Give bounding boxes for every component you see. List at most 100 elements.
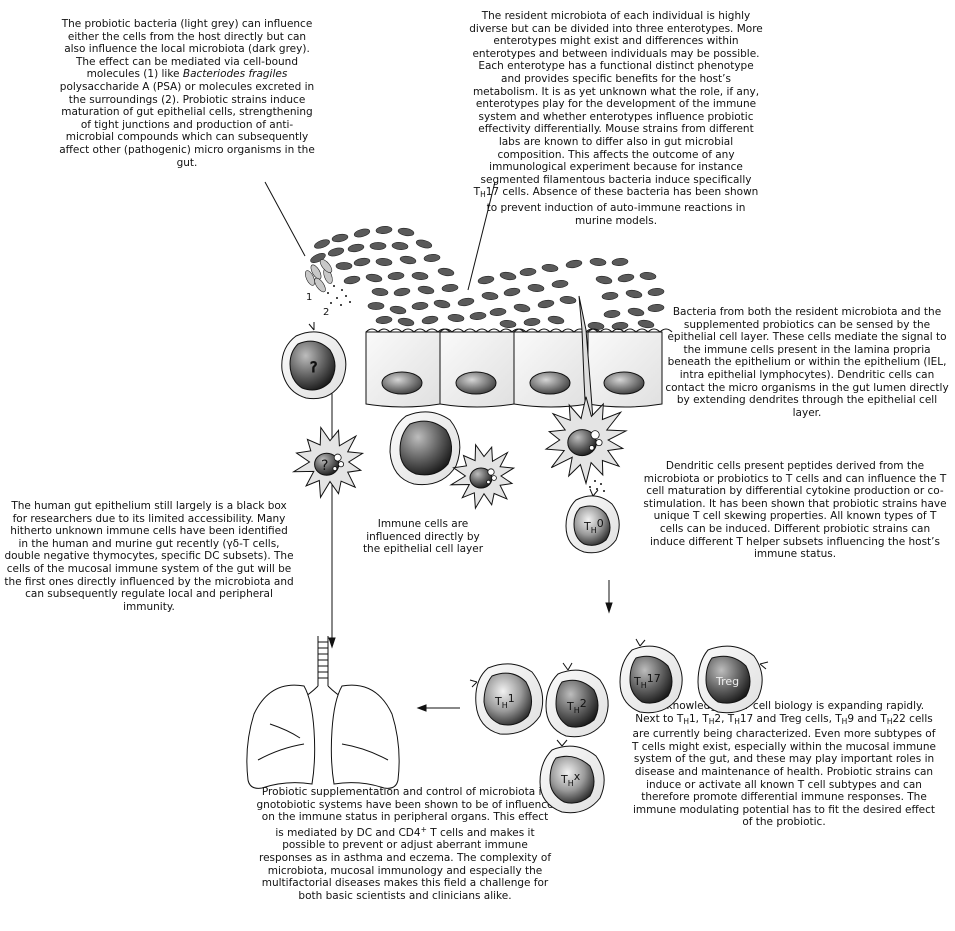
resident-bacterium [528, 284, 545, 293]
resident-bacterium [604, 310, 621, 319]
resident-bacterium [560, 296, 577, 305]
right-lung [331, 685, 399, 788]
resident-bacterium [547, 315, 564, 325]
vesicle [492, 476, 497, 481]
bacteria-cloud [303, 226, 664, 331]
resident-bacterium [552, 280, 569, 289]
molecule-dot [340, 304, 342, 306]
unknown-cell-label: ? [310, 360, 317, 376]
resident-bacterium [595, 275, 612, 285]
epithelial-cell [366, 329, 450, 407]
resident-bacterium [602, 292, 619, 301]
molecule-dot [589, 486, 591, 488]
dendritic-cell-body [546, 397, 626, 484]
resident-bacterium [448, 314, 465, 323]
resident-bacterium [313, 238, 330, 250]
resident-bacterium [524, 318, 541, 327]
pointer-lines [265, 182, 495, 290]
unknown-dc-label: ? [321, 458, 328, 474]
molecule-dot [596, 488, 598, 490]
resident-bacterium [327, 246, 344, 257]
epithelial-cell [440, 329, 524, 407]
resident-bacterium [437, 267, 454, 277]
epithelial-nucleus [530, 372, 570, 394]
resident-bacterium [399, 255, 416, 265]
epithelial-layer [366, 329, 672, 407]
resident-bacterium [343, 275, 360, 285]
resident-bacterium [353, 227, 370, 238]
left-lung [247, 685, 315, 788]
th0-cell [566, 489, 619, 553]
vesicle [488, 469, 494, 475]
resident-bacterium [590, 258, 607, 267]
resident-bacterium [503, 287, 520, 297]
molecule-dot [336, 297, 338, 299]
resident-bacterium [412, 302, 429, 311]
resident-bacterium [392, 242, 409, 251]
lymphocyte-cell [390, 412, 460, 485]
molecule-dot [327, 292, 329, 294]
resident-bacterium [370, 242, 386, 249]
resident-bacterium [368, 302, 384, 309]
resident-bacterium [421, 315, 438, 325]
lungs-illustration [247, 636, 399, 788]
resident-bacterium [412, 272, 429, 281]
arrow-down-left-head [329, 638, 335, 647]
molecule-dot [333, 285, 335, 287]
vesicle [589, 445, 594, 450]
vesicle [487, 480, 491, 484]
resident-bacterium [482, 292, 499, 301]
epithelial-nucleus [604, 372, 644, 394]
resident-bacterium [388, 272, 405, 281]
resident-bacterium [537, 299, 554, 309]
resident-bacterium [457, 297, 474, 307]
resident-bacterium [513, 303, 530, 313]
resident-bacterium [648, 304, 665, 313]
resident-bacterium [499, 271, 516, 281]
resident-bacterium [433, 299, 450, 309]
arrow-left-head [418, 705, 426, 711]
dendritic-cell-lower [451, 445, 514, 509]
resident-bacterium [625, 289, 642, 299]
resident-bacterium [617, 273, 634, 283]
resident-bacterium [648, 288, 665, 297]
resident-bacterium [389, 305, 406, 315]
marker-2-label: 2 [323, 307, 329, 318]
epithelial-cell [588, 329, 672, 407]
probiotic-pointer-line [265, 182, 305, 256]
resident-bacterium [336, 262, 352, 269]
resident-bacterium [424, 254, 441, 263]
resident-bacterium [470, 312, 487, 321]
resident-bacterium [397, 227, 414, 237]
vesicle [596, 439, 602, 445]
enterotype-pointer-line [468, 182, 495, 290]
resident-bacterium [376, 226, 393, 235]
molecule-dot [594, 480, 596, 482]
resident-bacterium [415, 238, 432, 249]
resident-bacterium [331, 233, 348, 243]
vesicle [334, 454, 341, 461]
epithelial-nucleus [456, 372, 496, 394]
molecule-dot [603, 490, 605, 492]
treg-label: Treg [715, 675, 739, 688]
resident-bacterium [542, 264, 559, 273]
molecule-dot [349, 301, 351, 303]
molecule-dot [345, 295, 347, 297]
molecule-dot [330, 302, 332, 304]
resident-bacterium [500, 320, 517, 329]
resident-bacterium [637, 319, 654, 329]
resident-bacterium [640, 272, 657, 281]
resident-bacterium [376, 316, 393, 325]
resident-bacterium [490, 308, 507, 317]
resident-bacterium [393, 287, 410, 297]
resident-bacterium [612, 258, 629, 267]
resident-bacterium [376, 258, 393, 267]
resident-bacterium [365, 273, 382, 283]
resident-bacterium [353, 257, 370, 267]
molecule-dot [600, 483, 602, 485]
vesicle [338, 462, 343, 467]
marker-1-label: 1 [306, 292, 312, 303]
resident-bacterium [565, 259, 582, 269]
vesicle [591, 431, 599, 439]
